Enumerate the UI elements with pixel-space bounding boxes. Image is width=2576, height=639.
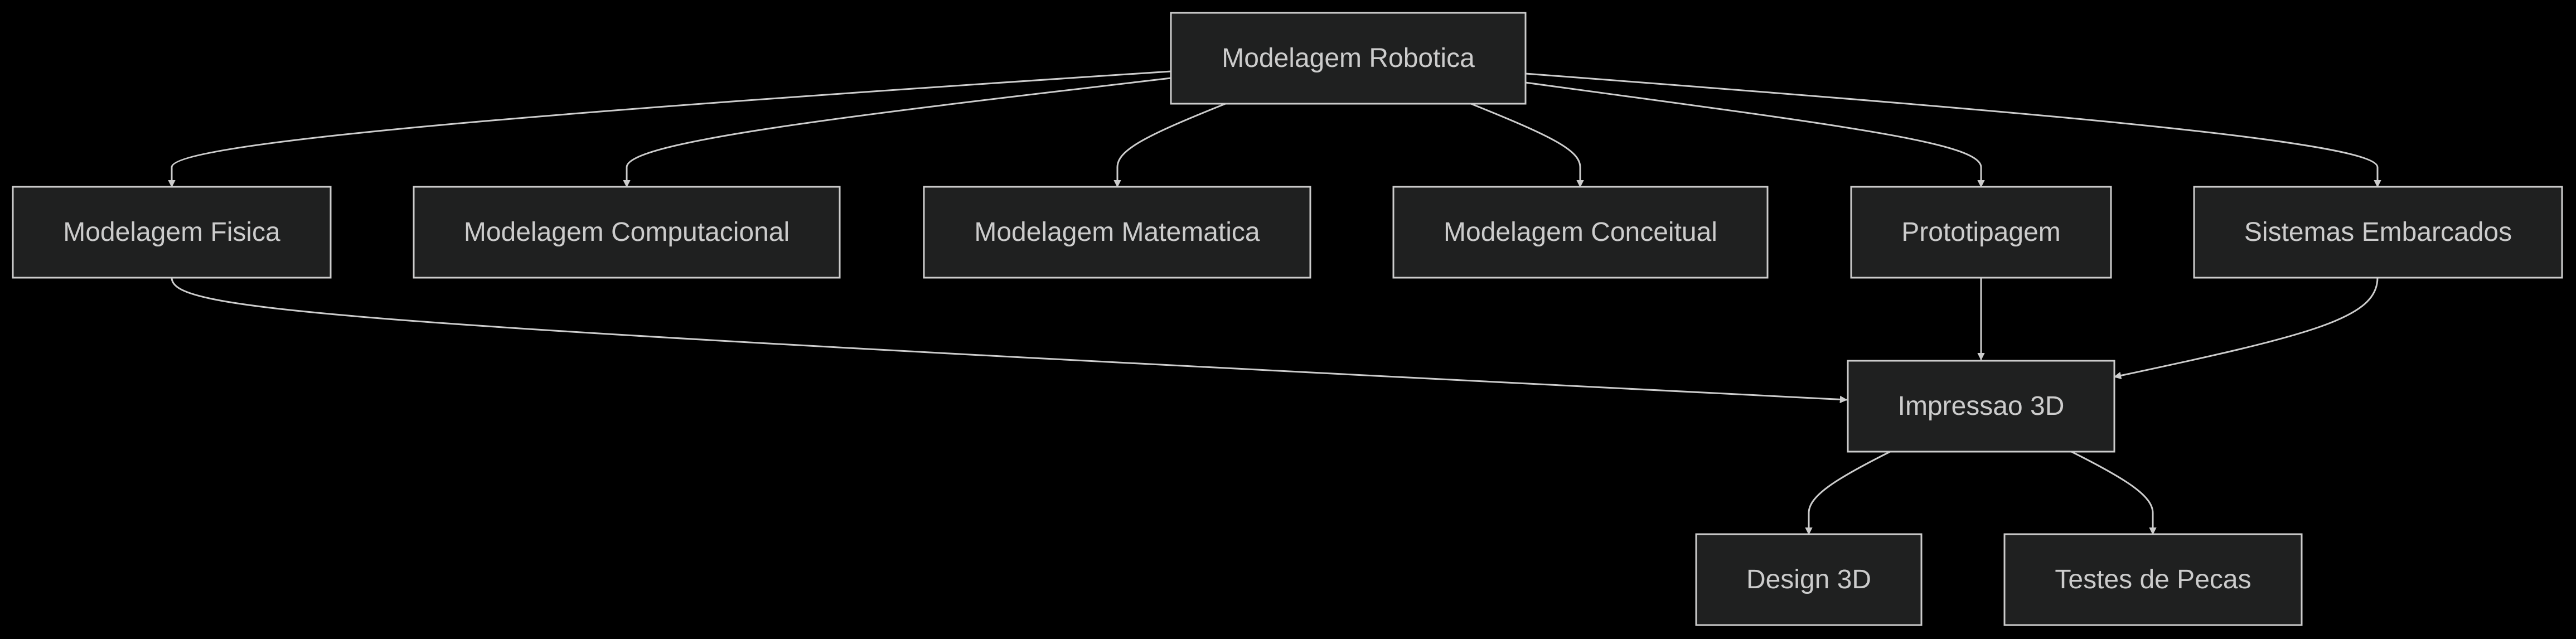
nodes-layer: Modelagem Robotica Modelagem Fisica Mode… <box>12 12 2563 626</box>
node-label: Modelagem Fisica <box>63 217 280 247</box>
node-label: Testes de Pecas <box>2055 565 2251 594</box>
edge-fisica-impressao <box>171 277 1848 404</box>
edge-embarcados-impressao <box>2113 277 2379 380</box>
node-modelagem-fisica[interactable]: Modelagem Fisica <box>12 186 332 279</box>
node-modelagem-matematica[interactable]: Modelagem Matematica <box>923 186 1311 279</box>
node-label: Modelagem Computacional <box>464 217 790 247</box>
node-modelagem-computacional[interactable]: Modelagem Computacional <box>413 186 841 279</box>
node-design-3d[interactable]: Design 3D <box>1695 533 1923 626</box>
edge-impressao-design <box>1805 451 1891 535</box>
edge-impressao-testes <box>2071 451 2157 535</box>
edge-robotica-matematica <box>1113 103 1226 188</box>
node-impressao-3d[interactable]: Impressao 3D <box>1847 360 2115 453</box>
node-label: Modelagem Conceitual <box>1444 217 1717 247</box>
edges-layer <box>168 70 2381 535</box>
edge-robotica-prototipagem <box>1525 81 1985 188</box>
node-label: Modelagem Matematica <box>974 217 1260 247</box>
edge-robotica-computacional <box>623 77 1171 188</box>
node-modelagem-robotica[interactable]: Modelagem Robotica <box>1170 12 1527 105</box>
edge-robotica-conceitual <box>1470 103 1584 188</box>
node-label: Design 3D <box>1746 565 1871 594</box>
node-sistemas-embarcados[interactable]: Sistemas Embarcados <box>2193 186 2563 279</box>
node-label: Modelagem Robotica <box>1222 43 1475 73</box>
edge-robotica-fisica <box>168 70 1171 188</box>
node-label: Impressao 3D <box>1898 391 2065 421</box>
node-prototipagem[interactable]: Prototipagem <box>1850 186 2112 279</box>
node-testes-de-pecas[interactable]: Testes de Pecas <box>2003 533 2303 626</box>
node-label: Sistemas Embarcados <box>2244 217 2512 247</box>
node-label: Prototipagem <box>1901 217 2061 247</box>
edge-robotica-embarcados <box>1525 72 2381 188</box>
node-modelagem-conceitual[interactable]: Modelagem Conceitual <box>1392 186 1769 279</box>
